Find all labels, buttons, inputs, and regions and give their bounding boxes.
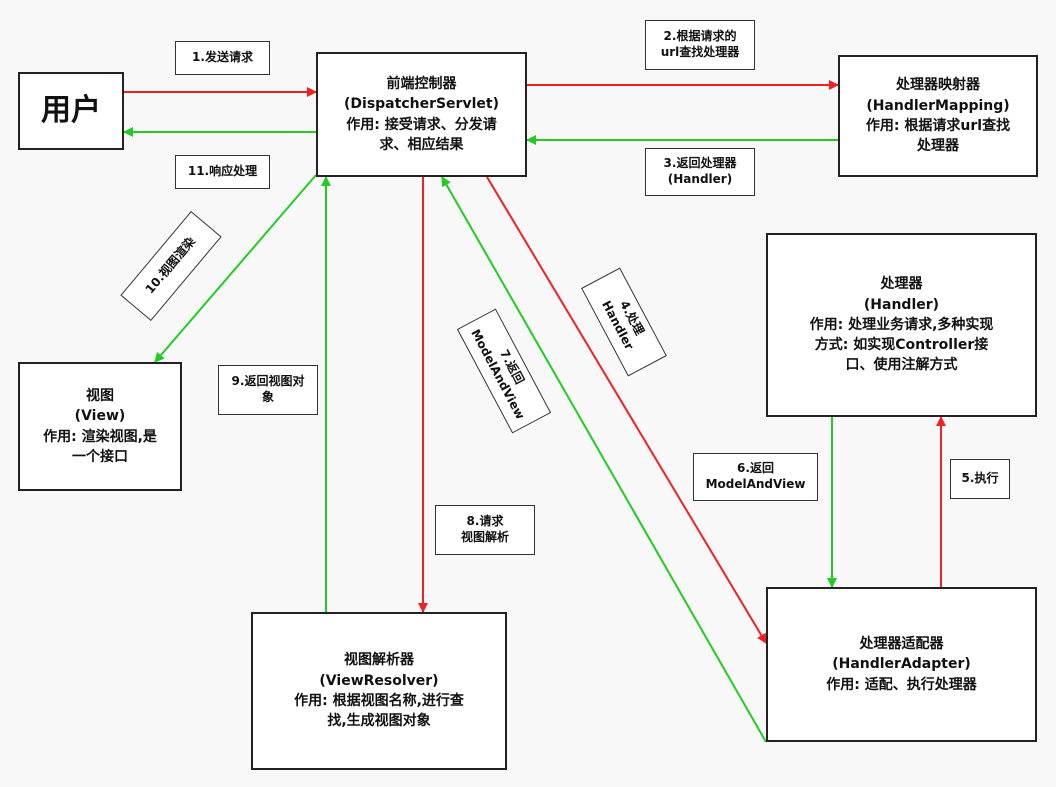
view-text: 视图 (View) 作用: 渲染视图,是一个接口 — [43, 386, 157, 467]
text-line: 找,生成视图对象 — [327, 713, 431, 730]
text-line: 9.返回视图对 — [231, 374, 305, 389]
text-line: (ViewResolver) — [319, 672, 439, 689]
front-controller-box: 前端控制器 (DispatcherServlet) 作用: 接受请求、分发请求、相应… — [316, 52, 527, 177]
view-resolver-text: 视图解析器 (ViewResolver) 作用: 根据视图名称,进行查找,生成视图对… — [294, 650, 464, 731]
handler-mapping-text: 处理器映射器 (HandlerMapping) 作用: 根据请求url查找处理器 — [866, 75, 1010, 156]
arrow-step10 — [154, 174, 317, 363]
text-line: 1.发送请求 — [192, 50, 253, 65]
text-line: 6.返回 — [737, 461, 774, 476]
text-line: 8.请求 — [466, 514, 504, 529]
step5-label: 5.执行 — [950, 459, 1010, 499]
text-line: 视图解析 — [460, 530, 509, 544]
text-line: 作用: 接受请求、分发请 — [346, 116, 497, 133]
text-line: 一个接口 — [71, 448, 128, 465]
text-line: 11.响应处理 — [187, 164, 258, 179]
text-line: (DispatcherServlet) — [344, 96, 499, 113]
step1-label: 1.发送请求 — [175, 41, 270, 75]
text-line: (HandlerMapping) — [866, 97, 1010, 114]
arrow-step4 — [486, 176, 767, 644]
text-line: 2.根据请求的 — [663, 29, 737, 44]
text-line: 作用: 根据请求url查找 — [865, 118, 1011, 134]
text-line: 作用: 处理业务请求,多种实现 — [809, 316, 994, 333]
handler-adapter-text: 处理器适配器 (HandlerAdapter) 作用: 适配、执行处理器 — [826, 634, 976, 695]
user-box-text: 用户 — [41, 96, 101, 126]
text-line: 作用: 渲染视图,是 — [43, 428, 157, 445]
step9-label: 9.返回视图对象 — [218, 365, 318, 415]
text-line: 象 — [261, 390, 274, 404]
step8-label: 8.请求视图解析 — [435, 505, 535, 555]
text-line: 3.返回处理器 — [663, 156, 737, 171]
handler-text: 处理器 (Handler) 作用: 处理业务请求,多种实现方式: 如实现Contro… — [810, 274, 994, 375]
text-line: (Handler) — [667, 172, 733, 186]
text-line: 口、使用注解方式 — [845, 357, 958, 374]
text-line: (Handler) — [863, 296, 940, 313]
text-line: 前端控制器 — [386, 75, 457, 92]
text-line: 处理器映射器 — [896, 77, 980, 94]
handler-adapter-box: 处理器适配器 (HandlerAdapter) 作用: 适配、执行处理器 — [766, 587, 1037, 742]
user-box: 用户 — [18, 72, 124, 150]
text-line: 视图解析器 — [343, 652, 414, 669]
view-box: 视图 (View) 作用: 渲染视图,是一个接口 — [18, 362, 182, 491]
text-line: (View) — [74, 408, 126, 425]
handler-mapping-box: 处理器映射器 (HandlerMapping) 作用: 根据请求url查找处理器 — [838, 55, 1038, 177]
text-line: ModelAndView — [705, 477, 806, 491]
view-resolver-box: 视图解析器 (ViewResolver) 作用: 根据视图名称,进行查找,生成视图对… — [251, 612, 507, 770]
text-line: 用户 — [41, 93, 101, 128]
text-line: 处理器 — [917, 138, 959, 155]
text-line: 处理器 — [880, 276, 923, 293]
text-line: 处理器适配器 — [859, 636, 944, 653]
text-line: 5.执行 — [961, 471, 999, 486]
text-line: url查找处理器 — [660, 45, 740, 59]
text-line: (HandlerAdapter) — [832, 656, 971, 673]
text-line: 视图 — [85, 387, 114, 404]
step11-label: 11.响应处理 — [175, 155, 270, 189]
text-line: 作用: 适配、执行处理器 — [826, 676, 977, 693]
text-line: 求、相应结果 — [379, 136, 464, 153]
step3-label: 3.返回处理器(Handler) — [645, 148, 755, 196]
handler-box: 处理器 (Handler) 作用: 处理业务请求,多种实现方式: 如实现Contro… — [766, 233, 1037, 417]
text-line: 方式: 如实现Controller接 — [814, 337, 989, 354]
text-line: 作用: 根据视图名称,进行查 — [294, 693, 464, 709]
arrow-step7 — [441, 176, 767, 743]
front-controller-text: 前端控制器 (DispatcherServlet) 作用: 接受请求、分发请求、相应… — [344, 74, 499, 155]
